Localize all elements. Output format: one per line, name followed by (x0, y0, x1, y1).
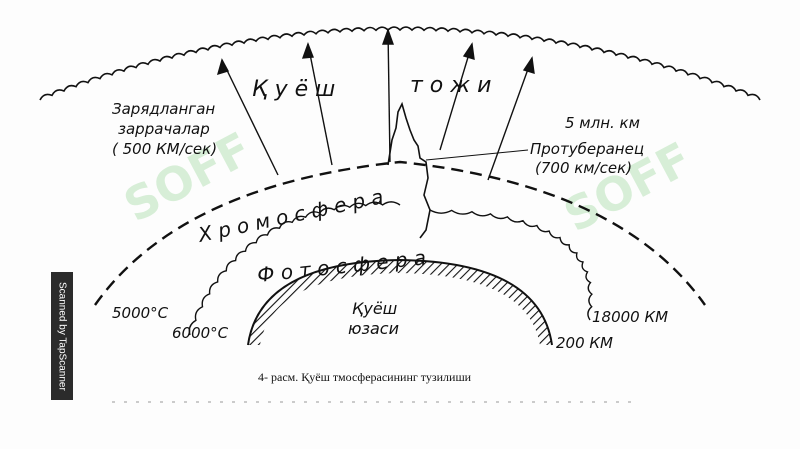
prominence-shape (387, 101, 431, 239)
label-chromosphere: Х р о м о с ф е р а (195, 184, 385, 247)
label-sun-rays-2: т о ж и (410, 73, 491, 98)
label-prominence-2: (700 км/сек) (535, 159, 632, 177)
scanner-label: Scanned by TapScanner (56, 281, 68, 391)
scanner-sidebar (51, 272, 73, 400)
label-temp-5000: 5000°С (112, 304, 169, 322)
outer-corona-wave (39, 26, 761, 101)
chromosphere-dashed-boundary (94, 160, 706, 306)
label-dist-18000: 18000 КМ (592, 308, 668, 326)
label-sun-surface-1: Қуёш (352, 299, 398, 318)
label-sun-rays-1: Қ у ё ш (252, 77, 335, 102)
photosphere-wave (188, 201, 593, 336)
label-dist-200: 200 КМ (556, 334, 613, 352)
label-photosphere: Ф о т о с ф е р а (256, 245, 427, 287)
figure-caption: 4- расм. Қуёш тмосферасининг тузилиши (258, 370, 472, 384)
label-prominence-1: Протуберанец (530, 140, 644, 158)
sun-surface-arc (247, 258, 553, 346)
ray-arrows (216, 27, 535, 181)
label-particles-line-3: ( 500 КМ/сек) (112, 140, 217, 158)
label-temp-6000: 6000°С (172, 324, 229, 342)
label-particles-line-1: Зарядланган (112, 100, 215, 118)
label-distance-5m: 5 млн. км (565, 114, 640, 132)
label-sun-surface-2: юзаси (348, 319, 399, 338)
prominence-pointer (425, 149, 529, 161)
label-particles-line-2: заррачалар (118, 120, 210, 138)
